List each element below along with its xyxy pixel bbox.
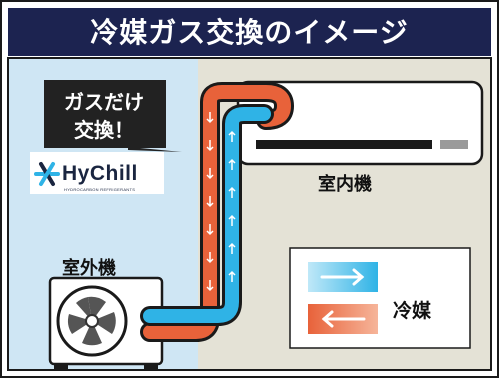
arrow-right-icon: [320, 268, 365, 286]
bubble-line-2: 交換！: [74, 118, 134, 142]
bubble-line-1: ガスだけ: [64, 90, 144, 114]
indoor-unit-label: 室内機: [318, 174, 372, 195]
flow-arrows-up: [228, 130, 236, 282]
speech-bubble-text: ガスだけ 交換！: [44, 82, 164, 150]
cold-pipe: [143, 107, 271, 323]
brand-tagline: HYDROCARBON REFRIGERANTS: [64, 187, 136, 192]
fan-icon: [68, 296, 116, 346]
flow-arrows-down: [206, 112, 214, 292]
refrigerant-piping: [140, 82, 295, 342]
legend-label: 冷媒: [393, 300, 432, 322]
indoor-unit-display: [440, 140, 468, 149]
outdoor-unit: [48, 276, 164, 370]
outdoor-unit-label: 室外機: [62, 258, 116, 279]
brand-logo: HyChill: [62, 162, 138, 185]
indoor-unit-vent: [256, 140, 432, 149]
page-title: 冷媒ガス交換のイメージ: [90, 16, 409, 49]
hot-pipe: [143, 85, 292, 339]
arrow-left-icon: [321, 310, 366, 328]
content-frame: [7, 57, 492, 371]
legend-box: [289, 247, 471, 349]
title-bar: [8, 8, 491, 56]
snowflake-icon: [34, 162, 60, 186]
speech-bubble: [44, 80, 182, 152]
